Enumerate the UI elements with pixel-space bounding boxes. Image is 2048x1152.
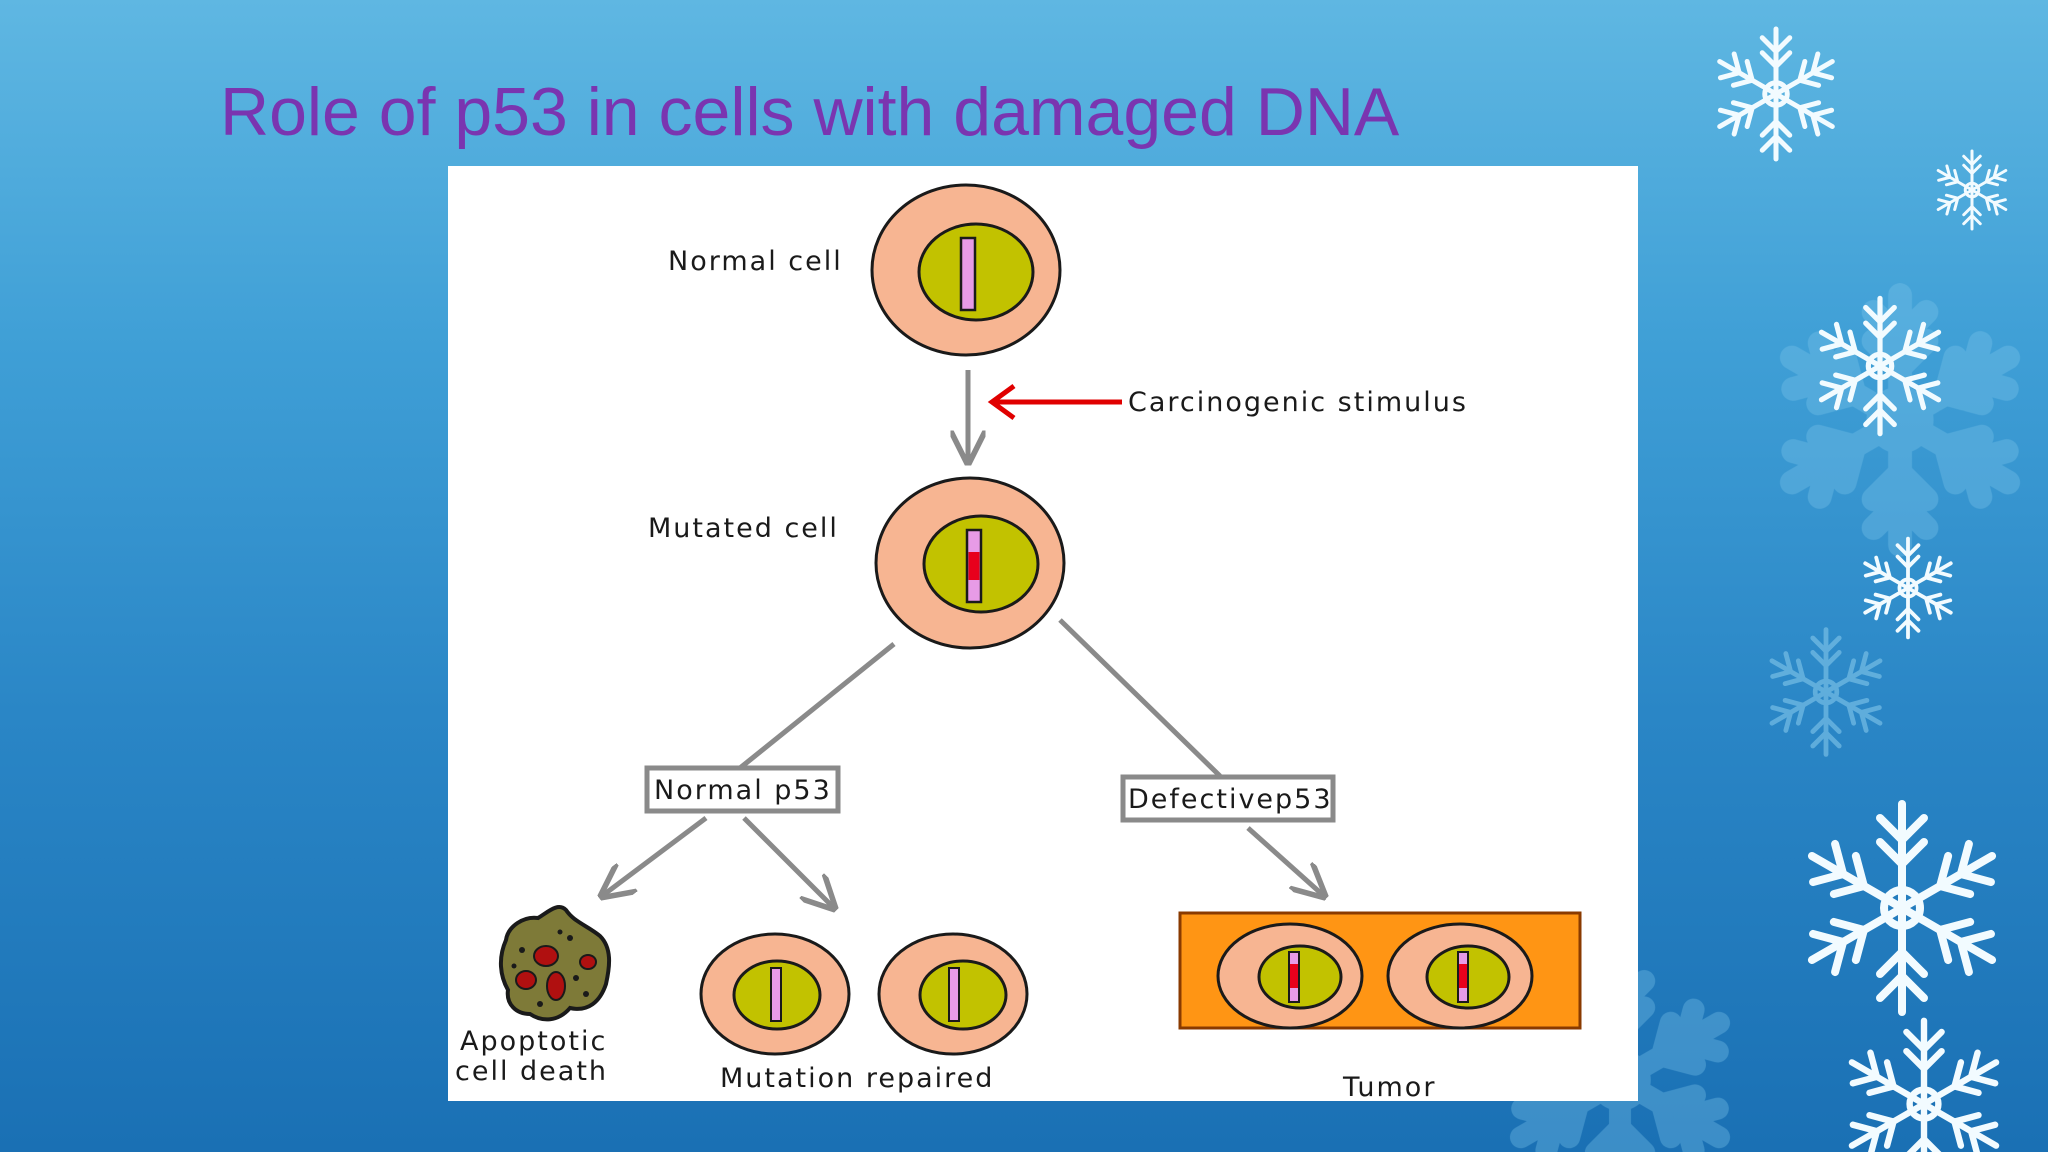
arrow-to-tumor	[1246, 826, 1324, 896]
tumor-cell	[1386, 922, 1534, 1030]
snowflake-icon	[1779, 295, 2022, 545]
defective-p53-box	[1120, 774, 1336, 823]
arrow-to-apoptosis	[602, 816, 708, 896]
mutation-repaired-label: Mutation repaired	[720, 1063, 994, 1094]
normal-cell-label: Normal cell	[668, 246, 843, 277]
snowflake-icon	[1934, 151, 2010, 229]
slide-title: Role of p53 in cells with damaged DNA	[220, 74, 1400, 150]
repaired-cell	[877, 932, 1029, 1056]
mutation-mark	[1290, 964, 1298, 988]
carcinogenic-stimulus-label: Carcinogenic stimulus	[1128, 387, 1468, 418]
snowflake-icon	[1860, 539, 1956, 638]
arrow-to-repair	[742, 816, 834, 908]
branch-to-defective-p53	[1058, 618, 1222, 778]
branch-to-normal-p53	[738, 642, 896, 770]
p53-diagram: Normal cell Carcinogenic stimulus Mutate…	[448, 166, 1638, 1101]
snowflake-icon	[1713, 29, 1839, 159]
tumor-label: Tumor	[1342, 1072, 1436, 1101]
mutation-mark	[1459, 964, 1467, 988]
apoptotic-cell	[499, 905, 612, 1022]
mutated-cell-label: Mutated cell	[648, 513, 839, 544]
mutated-cell	[874, 476, 1066, 650]
snowflake-icon	[1801, 804, 2003, 1012]
carcinogenic-stimulus-arrow	[987, 383, 1122, 421]
defective-p53-label: Defectivep53	[1128, 784, 1333, 815]
p53-diagram-svg: Normal cell Carcinogenic stimulus Mutate…	[455, 183, 1582, 1101]
tumor-box	[1178, 911, 1582, 1030]
normal-p53-label: Normal p53	[654, 775, 832, 806]
apoptotic-label-line2: cell death	[455, 1056, 608, 1087]
snowflake-icon	[1843, 1021, 2005, 1152]
normal-p53-box	[644, 765, 841, 814]
mutation-mark	[968, 552, 980, 580]
normal-cell	[870, 183, 1062, 357]
repaired-cell	[699, 932, 851, 1056]
tumor-cell	[1216, 922, 1364, 1030]
snowflake-icon	[1765, 630, 1886, 755]
apoptotic-label-line1: Apoptotic	[460, 1026, 607, 1057]
